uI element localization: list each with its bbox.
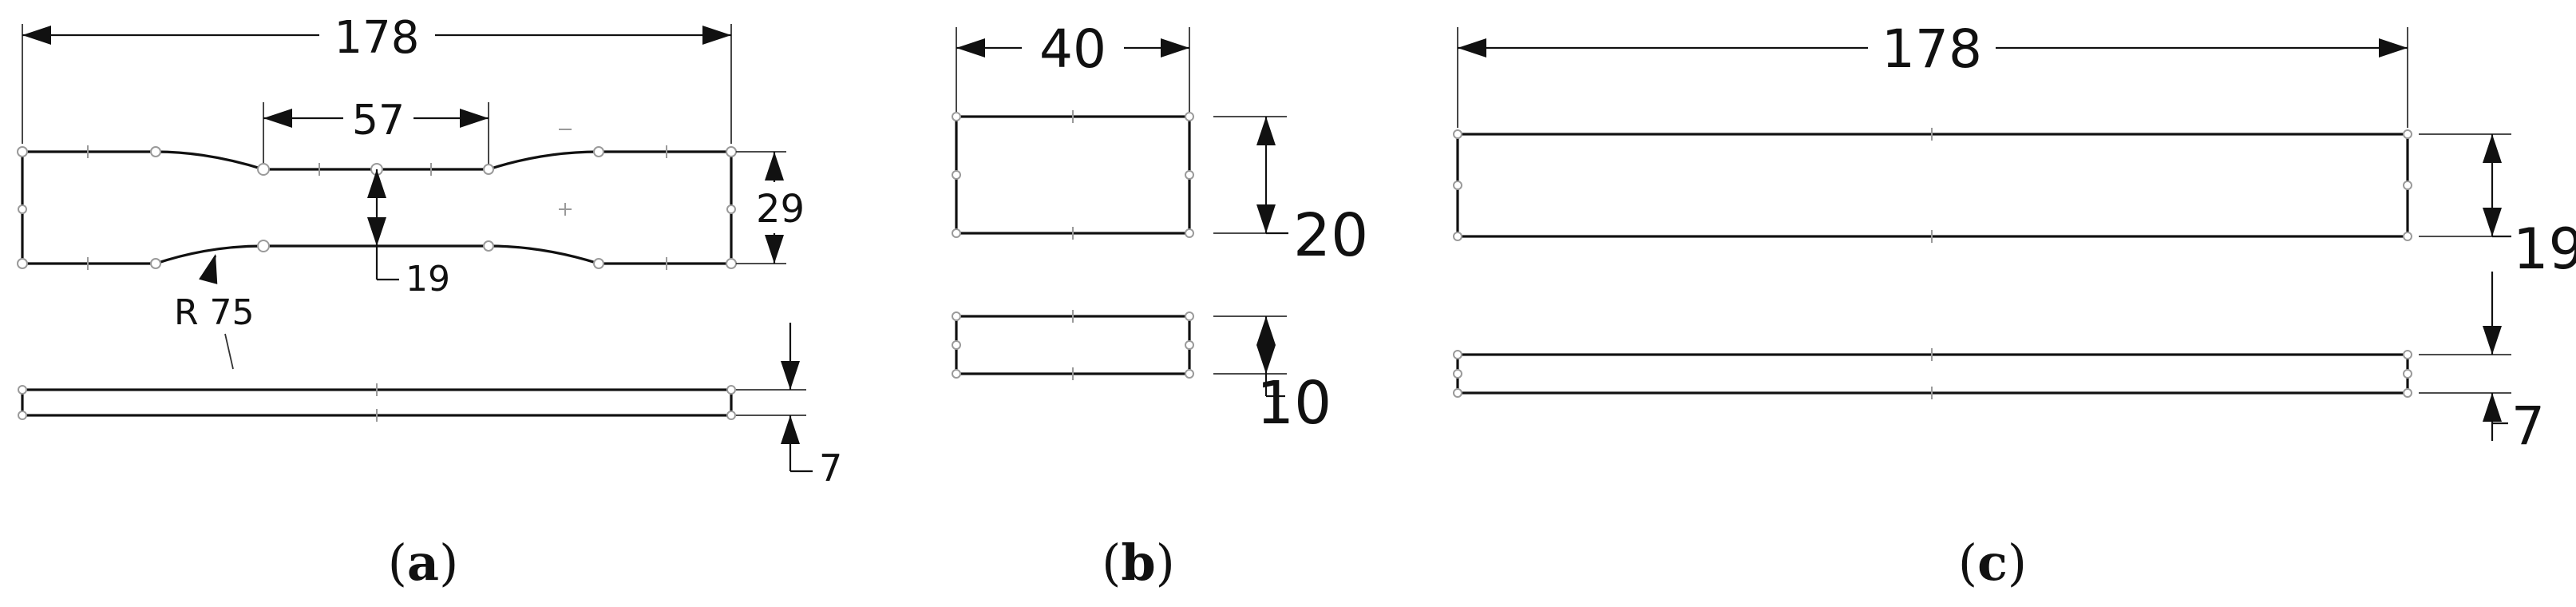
panel-a-caption-letter: a	[407, 534, 439, 592]
panel-c-caption-open: (	[1958, 534, 1977, 592]
panel-b-caption-open: (	[1102, 534, 1121, 592]
panel-c-thickness-label: 7	[2511, 395, 2545, 457]
panel-a-width-label: 29	[756, 187, 805, 232]
panel-c-side-view	[1453, 348, 2412, 399]
panel-a-caption-close: )	[439, 534, 458, 592]
panel-c: 178 19	[1453, 18, 2576, 592]
panel-b-length-label: 40	[1039, 18, 1106, 80]
panel-a-width-dimension: 29	[736, 151, 805, 264]
panel-a: 178 57	[17, 12, 842, 592]
panel-a-gauge-length-dimension: 57	[263, 97, 489, 168]
panel-b-thickness-dimension: 10	[1213, 315, 1332, 438]
panel-a-gauge-width-dimension: 19	[367, 169, 450, 300]
panel-a-thickness-label: 7	[819, 446, 842, 490]
panel-c-caption-close: )	[2008, 534, 2027, 592]
panel-b: 40 20	[952, 18, 1368, 592]
panel-c-top-view	[1453, 128, 2412, 243]
panel-a-vertex-markers	[17, 129, 737, 270]
panel-c-length-label: 178	[1882, 18, 1982, 80]
panel-b-top-view	[952, 110, 1194, 240]
panel-b-caption: (b)	[1102, 534, 1175, 592]
panel-c-caption: (c)	[1958, 534, 2027, 592]
panel-b-length-dimension: 40	[956, 18, 1190, 112]
panel-a-gauge-length-label: 57	[352, 97, 405, 145]
panel-c-caption-letter: c	[1977, 534, 2008, 592]
panel-a-overall-length-label: 178	[334, 12, 420, 64]
panel-c-height-label: 19	[2513, 216, 2576, 282]
panel-a-caption: (a)	[388, 534, 459, 592]
panel-a-side-view	[18, 383, 736, 422]
panel-b-thickness-label: 10	[1256, 369, 1332, 438]
panel-a-radius-label: R 75	[174, 292, 255, 333]
panel-a-thickness-dimension: 7	[736, 323, 842, 490]
panel-a-radius-callout: R 75	[174, 251, 255, 370]
panel-c-length-dimension: 178	[1457, 18, 2408, 128]
panel-c-height-dimension: 19	[2419, 133, 2576, 282]
panel-a-gauge-width-label: 19	[406, 259, 450, 300]
panel-c-thickness-dimension: 7	[2419, 272, 2545, 457]
panel-b-height-dimension: 20	[1213, 116, 1368, 270]
panel-a-overall-length-dimension: 178	[22, 12, 732, 144]
panel-b-caption-letter: b	[1121, 534, 1155, 592]
panel-b-caption-close: )	[1156, 534, 1175, 592]
panel-a-caption-open: (	[388, 534, 407, 592]
panel-b-height-label: 20	[1293, 201, 1368, 270]
panel-b-side-view	[952, 310, 1194, 380]
